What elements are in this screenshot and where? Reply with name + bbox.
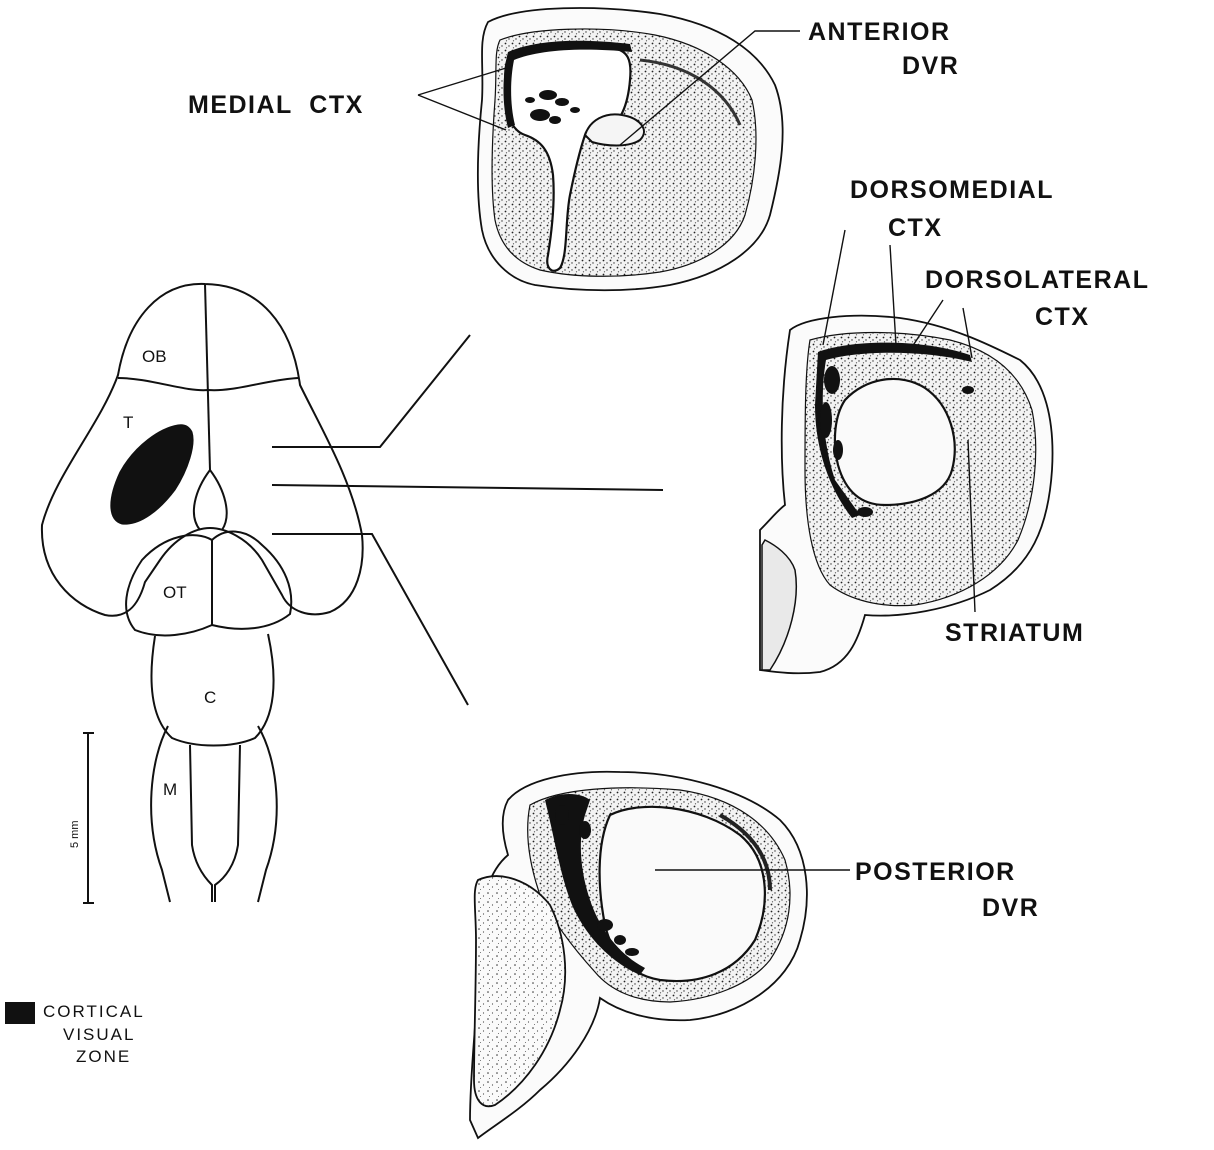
middle-dvr-core bbox=[835, 379, 955, 505]
legend-line-1: CORTICAL bbox=[43, 1002, 145, 1021]
connector-posterior bbox=[272, 534, 468, 705]
dorsal-brain-view: OB T OT C M bbox=[42, 284, 363, 902]
label-posterior-dvr: DVR bbox=[982, 894, 1039, 922]
legend-swatch bbox=[5, 1002, 35, 1024]
optic-tectum-outline bbox=[126, 532, 291, 636]
posterior-section bbox=[470, 772, 807, 1138]
label-optic-tectum: OT bbox=[163, 583, 187, 602]
section-connectors bbox=[272, 335, 663, 705]
label-anterior-dvr: DVR bbox=[902, 52, 959, 80]
hemisphere-notch bbox=[194, 470, 227, 530]
label-posterior: POSTERIOR bbox=[855, 858, 1016, 886]
anterior-section bbox=[478, 8, 783, 290]
label-cerebellum: C bbox=[204, 688, 216, 707]
scale-bar-label: 5 mm bbox=[69, 821, 81, 849]
label-dorsomedial-ctx: CTX bbox=[888, 214, 943, 242]
label-medial-ctx: MEDIAL CTX bbox=[188, 91, 364, 119]
legend: CORTICAL VISUAL ZONE bbox=[5, 1002, 145, 1066]
label-dorsolateral: DORSOLATERAL bbox=[925, 266, 1149, 294]
medulla-outline bbox=[151, 726, 277, 902]
midline bbox=[205, 284, 210, 470]
scale-bar: 5 mm bbox=[69, 733, 94, 903]
legend-line-3: ZONE bbox=[76, 1047, 131, 1066]
label-medulla: M bbox=[163, 780, 177, 799]
telencephalon-outline bbox=[42, 284, 363, 616]
label-dorsomedial: DORSOMEDIAL bbox=[850, 176, 1054, 204]
label-anterior: ANTERIOR bbox=[808, 18, 951, 46]
label-dorsolateral-ctx: CTX bbox=[1035, 303, 1090, 331]
label-striatum: STRIATUM bbox=[945, 619, 1084, 647]
cortical-visual-zone bbox=[111, 425, 193, 524]
label-olfactory-bulb: OB bbox=[142, 347, 167, 366]
legend-line-2: VISUAL bbox=[63, 1025, 135, 1044]
label-telencephalon: T bbox=[123, 413, 133, 432]
connector-anterior bbox=[272, 335, 470, 447]
connector-middle bbox=[272, 485, 663, 490]
